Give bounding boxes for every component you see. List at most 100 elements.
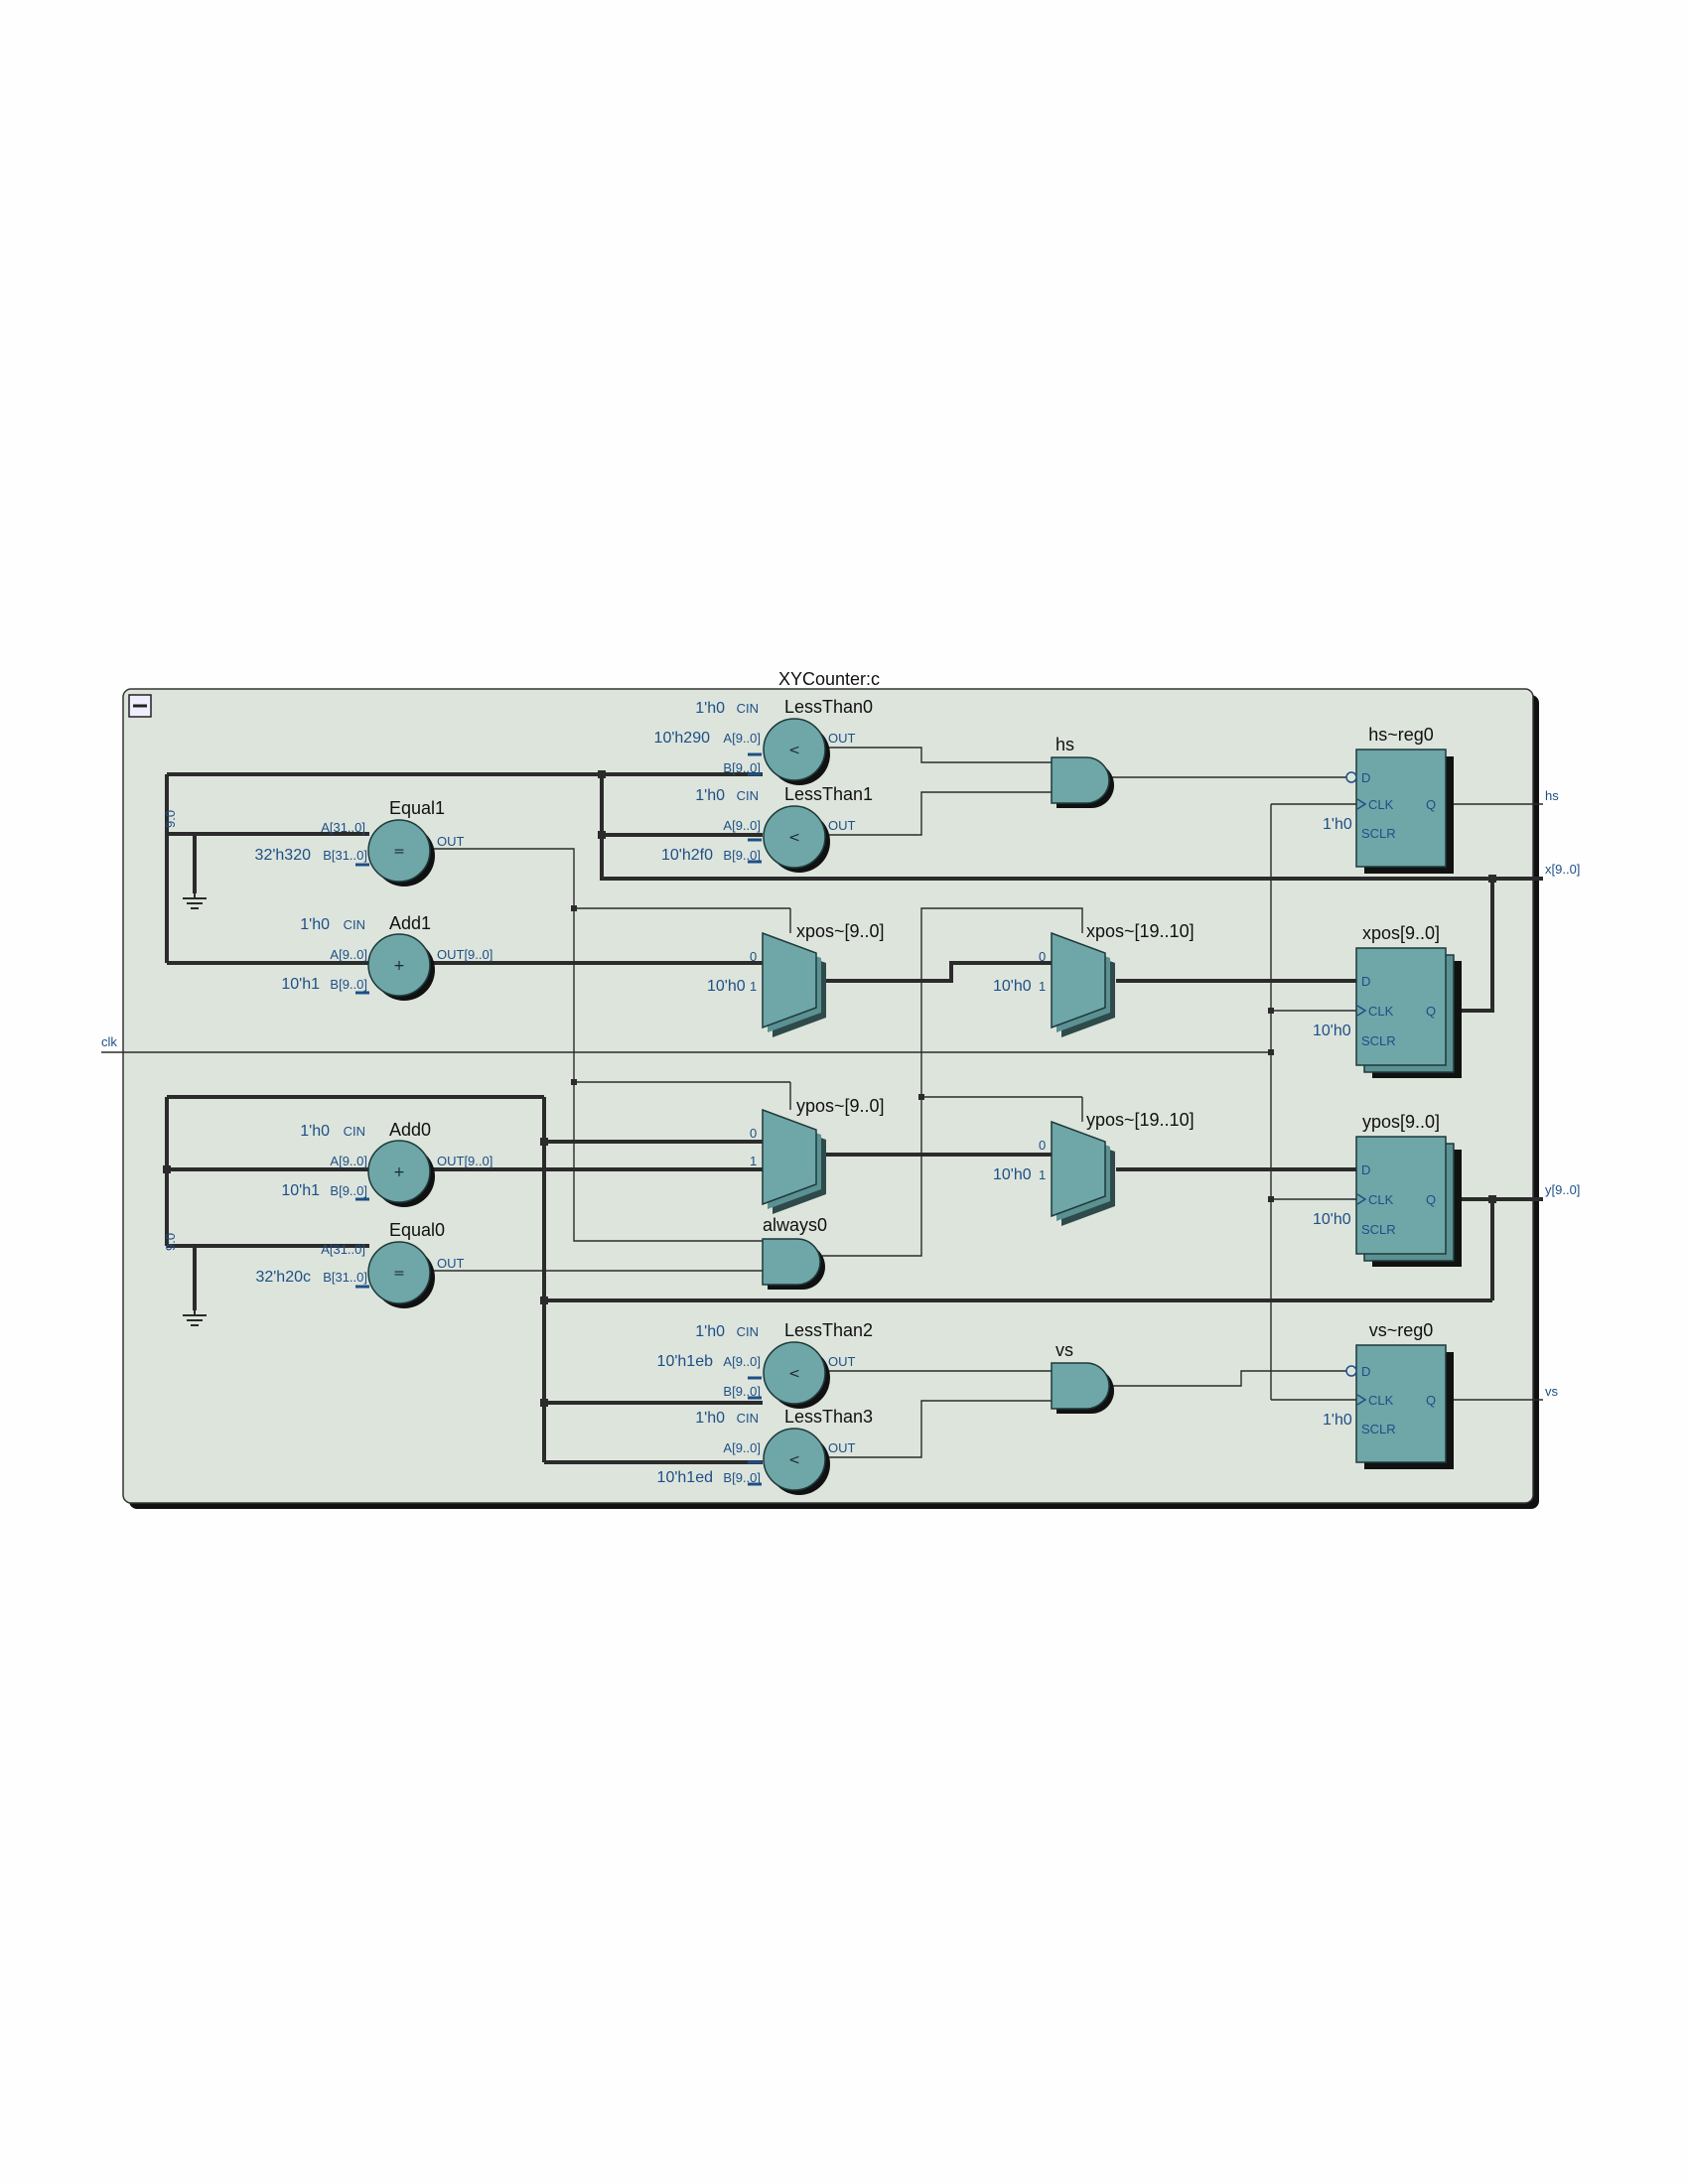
svg-text:<: <: [788, 1452, 800, 1468]
and-gate-vs[interactable]: vs: [1051, 1340, 1114, 1414]
svg-text:OUT: OUT: [828, 1354, 856, 1369]
junction-nodes: [163, 770, 1496, 1407]
svg-text:B[9..0]: B[9..0]: [330, 977, 367, 992]
svg-text:CIN: CIN: [344, 1124, 365, 1139]
bus-slice-label: 9:0: [163, 810, 178, 828]
adder-add1[interactable]: + Add1 1'h0 CIN A[9..0] 10'h1 B[9..0] OU…: [281, 913, 492, 1002]
svg-text:B[9..0]: B[9..0]: [330, 1183, 367, 1198]
svg-text:10'h0: 10'h0: [993, 978, 1032, 995]
svg-text:CIN: CIN: [737, 1411, 759, 1426]
register-label: hs~reg0: [1368, 725, 1434, 745]
svg-text:1'h0: 1'h0: [300, 1123, 330, 1140]
svg-text:Q: Q: [1426, 797, 1436, 812]
gate-label: vs: [1055, 1340, 1073, 1360]
and-gate-always0[interactable]: always0: [762, 1215, 827, 1290]
svg-text:B[9..0]: B[9..0]: [723, 848, 761, 863]
ground-icon: [183, 893, 207, 909]
svg-text:1'h0: 1'h0: [1323, 816, 1352, 833]
svg-text:OUT: OUT: [437, 1256, 465, 1271]
thin-wires: [101, 747, 1543, 1458]
svg-text:1: 1: [750, 979, 757, 994]
svg-text:10'h290: 10'h290: [654, 730, 711, 747]
svg-text:1: 1: [750, 1154, 757, 1168]
svg-text:Q: Q: [1426, 1192, 1436, 1207]
svg-text:<: <: [788, 1366, 800, 1382]
svg-text:10'h1ed: 10'h1ed: [657, 1469, 713, 1486]
svg-text:Q: Q: [1426, 1004, 1436, 1019]
svg-text:B[9..0]: B[9..0]: [723, 1384, 761, 1399]
svg-text:Q: Q: [1426, 1393, 1436, 1408]
register-label: vs~reg0: [1369, 1320, 1434, 1340]
comparator-lessthan0[interactable]: < LessThan0 1'h0 CIN 10'h290 A[9..0] B[9…: [654, 697, 874, 786]
register-label: xpos[9..0]: [1362, 923, 1440, 943]
svg-text:<: <: [788, 743, 800, 758]
component-label: LessThan3: [784, 1407, 873, 1427]
component-label: Equal0: [389, 1220, 445, 1240]
register-xpos[interactable]: xpos[9..0] D CLK SCLR Q 10'h0: [1313, 923, 1462, 1078]
mux-ypos-lo[interactable]: ypos~[9..0] 0 1: [750, 1096, 885, 1214]
svg-text:10'h0: 10'h0: [1313, 1023, 1351, 1039]
svg-text:0: 0: [1039, 949, 1046, 964]
register-ypos[interactable]: ypos[9..0] D CLK SCLR Q 10'h0: [1313, 1112, 1462, 1267]
gate-label: hs: [1055, 735, 1074, 754]
svg-text:A[9..0]: A[9..0]: [330, 947, 367, 962]
svg-text:1'h0: 1'h0: [300, 916, 330, 933]
svg-text:10'h1: 10'h1: [281, 976, 320, 993]
port-clk[interactable]: clk: [101, 1034, 117, 1049]
component-label: LessThan2: [784, 1320, 873, 1340]
gate-label: always0: [763, 1215, 827, 1235]
mux-ypos-hi[interactable]: ypos~[19..10] 0 1 10'h0: [993, 1110, 1195, 1226]
svg-text:A[9..0]: A[9..0]: [723, 731, 761, 746]
comparator-lessthan3[interactable]: < LessThan3 1'h0 CIN A[9..0] 10'h1ed B[9…: [657, 1407, 874, 1496]
component-label: LessThan0: [784, 697, 873, 717]
svg-text:A[31..0]: A[31..0]: [321, 1242, 365, 1257]
svg-text:D: D: [1361, 1162, 1370, 1177]
ground-icon: [183, 1310, 207, 1326]
and-gate-hs[interactable]: hs: [1051, 735, 1114, 808]
svg-text:10'h2f0: 10'h2f0: [661, 847, 713, 864]
svg-text:1'h0: 1'h0: [695, 787, 725, 804]
svg-text:CIN: CIN: [344, 917, 365, 932]
svg-text:SCLR: SCLR: [1361, 826, 1396, 841]
svg-text:CIN: CIN: [737, 788, 759, 803]
svg-text:B[31..0]: B[31..0]: [323, 1270, 367, 1285]
svg-text:B[9..0]: B[9..0]: [723, 1470, 761, 1485]
svg-text:32'h320: 32'h320: [255, 847, 312, 864]
svg-text:1'h0: 1'h0: [1323, 1412, 1352, 1429]
comparator-lessthan1[interactable]: < LessThan1 1'h0 CIN A[9..0] 10'h2f0 B[9…: [661, 784, 873, 874]
port-x[interactable]: x[9..0]: [1545, 862, 1580, 877]
mux-xpos-hi[interactable]: xpos~[19..10] 0 1 10'h0: [993, 921, 1195, 1037]
port-hs[interactable]: hs: [1545, 788, 1559, 803]
svg-text:32'h20c: 32'h20c: [255, 1269, 311, 1286]
svg-text:A[9..0]: A[9..0]: [723, 1354, 761, 1369]
svg-text:1'h0: 1'h0: [695, 1323, 725, 1340]
minus-box-icon[interactable]: [128, 694, 152, 718]
comparator-equal0[interactable]: = Equal0 A[31..0] 32'h20c B[31..0] OUT: [255, 1220, 465, 1309]
port-y[interactable]: y[9..0]: [1545, 1182, 1580, 1197]
svg-text:1: 1: [1039, 1167, 1046, 1182]
svg-text:D: D: [1361, 974, 1370, 989]
mux-label: ypos~[9..0]: [796, 1096, 885, 1116]
component-label: Add0: [389, 1120, 431, 1140]
svg-text:1'h0: 1'h0: [695, 1410, 725, 1427]
svg-text:10'h0: 10'h0: [993, 1166, 1032, 1183]
component-label: Add1: [389, 913, 431, 933]
svg-text:A[9..0]: A[9..0]: [723, 818, 761, 833]
register-vs-reg0[interactable]: vs~reg0 D CLK SCLR Q 1'h0: [1323, 1320, 1454, 1469]
adder-add0[interactable]: + Add0 1'h0 CIN A[9..0] 10'h1 B[9..0] OU…: [281, 1120, 492, 1208]
mux-xpos-lo[interactable]: xpos~[9..0] 0 1 10'h0: [707, 921, 885, 1037]
svg-text:B[31..0]: B[31..0]: [323, 848, 367, 863]
svg-text:A[9..0]: A[9..0]: [723, 1440, 761, 1455]
comparator-lessthan2[interactable]: < LessThan2 1'h0 CIN 10'h1eb A[9..0] B[9…: [657, 1320, 874, 1410]
svg-text:1: 1: [1039, 979, 1046, 994]
svg-text:=: =: [393, 844, 405, 860]
mux-label: xpos~[19..10]: [1086, 921, 1195, 941]
comparator-equal1[interactable]: = Equal1 A[31..0] 32'h320 B[31..0] OUT: [255, 798, 465, 887]
svg-text:A[9..0]: A[9..0]: [330, 1154, 367, 1168]
register-hs-reg0[interactable]: hs~reg0 D CLK SCLR Q 1'h0: [1323, 725, 1454, 874]
port-vs[interactable]: vs: [1545, 1384, 1559, 1399]
svg-text:OUT: OUT: [828, 1440, 856, 1455]
svg-text:OUT: OUT: [828, 818, 856, 833]
svg-text:=: =: [393, 1266, 405, 1282]
svg-text:OUT: OUT: [828, 731, 856, 746]
